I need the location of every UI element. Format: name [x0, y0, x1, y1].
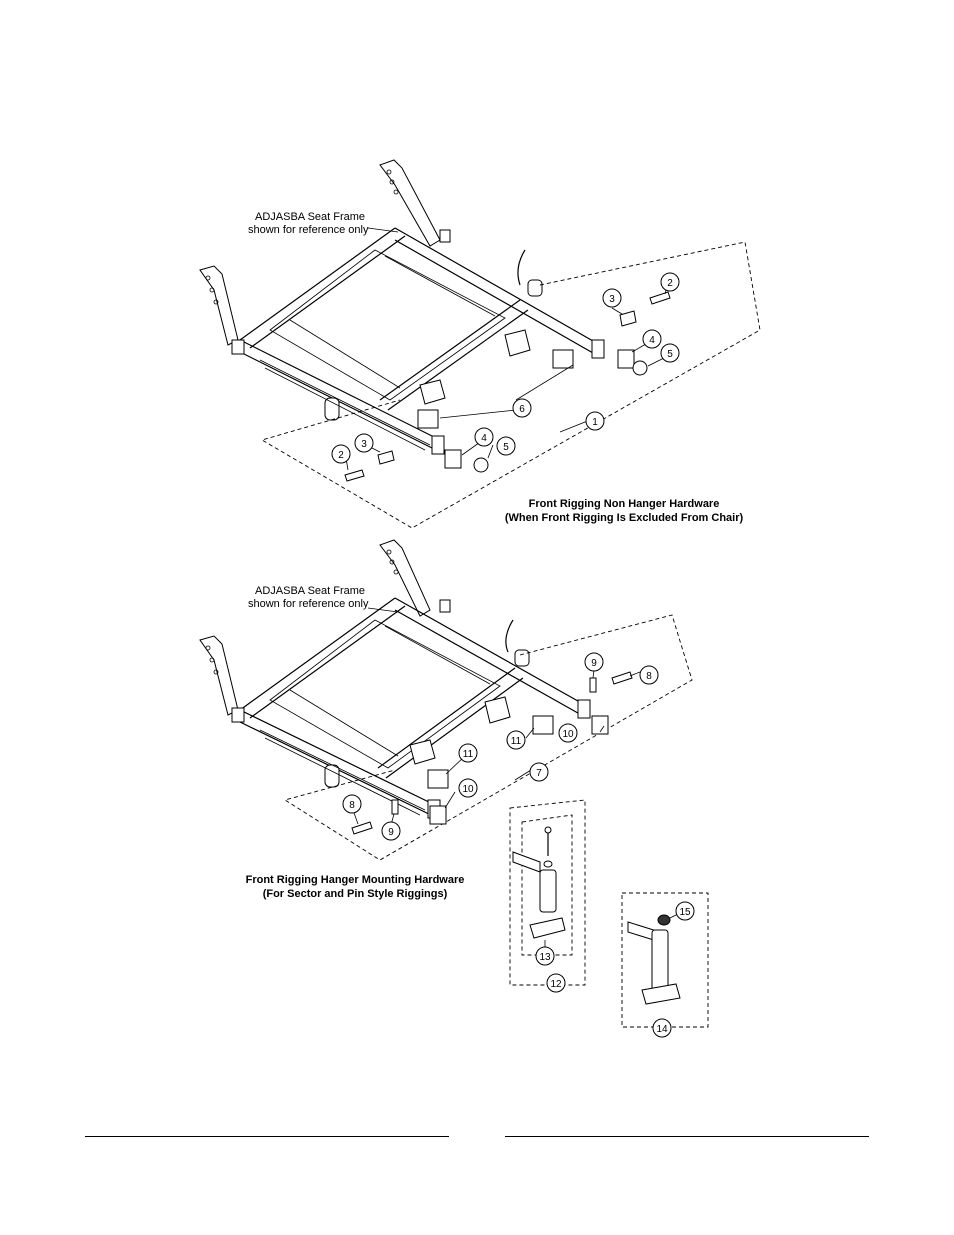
callout-4: 4	[481, 433, 487, 444]
callout-circle	[529, 762, 549, 782]
callout-circle	[584, 652, 604, 672]
callout-2: 2	[667, 278, 673, 289]
hanger-kit-13-boundary	[521, 814, 573, 956]
bottom-hardware-parts	[351, 671, 633, 835]
footer-rule-right	[505, 1136, 869, 1137]
callout-circle	[458, 743, 478, 763]
callout-10: 10	[462, 784, 474, 795]
callout-circle	[354, 433, 374, 453]
callout-5: 5	[503, 442, 509, 453]
callout-9: 9	[591, 658, 597, 669]
callout-circle	[474, 427, 494, 447]
callout-circle	[512, 398, 532, 418]
top-seat-frame-drawing	[199, 159, 605, 455]
callout-1: 1	[592, 417, 598, 428]
top-reference-label-line2: shown for reference only	[248, 224, 369, 236]
callout-3: 3	[361, 439, 367, 450]
bottom-hardware-kit-boundary	[283, 614, 693, 861]
hanger-kit-12-boundary	[509, 799, 586, 986]
callout-8: 8	[349, 800, 355, 811]
callout-circle	[660, 272, 680, 292]
bottom-reference-label-line1: ADJASBA Seat Frame	[255, 585, 365, 597]
hanger-kit-14-boundary	[621, 892, 709, 1028]
callout-10: 10	[562, 729, 574, 740]
callout-circle	[535, 946, 555, 966]
bottom-caption-line1: Front Rigging Hanger Mounting Hardware	[246, 874, 465, 886]
callout-12: 12	[550, 979, 562, 990]
callout-circle	[381, 821, 401, 841]
callout-circle	[675, 901, 695, 921]
callout-circle	[546, 973, 566, 993]
callout-13: 13	[539, 952, 551, 963]
callout-circle	[458, 778, 478, 798]
footer-rule-left	[85, 1136, 449, 1137]
callout-5: 5	[667, 349, 673, 360]
callout-11: 11	[511, 736, 522, 747]
top-hardware-kit-boundary	[260, 241, 761, 529]
callout-circle	[642, 329, 662, 349]
callout-circle	[496, 436, 516, 456]
callout-11: 11	[463, 749, 474, 760]
callout-circle	[342, 794, 362, 814]
callout-15: 15	[679, 907, 691, 918]
top-hardware-parts	[344, 291, 671, 482]
callout-4: 4	[649, 335, 655, 346]
callout-circle	[331, 444, 351, 464]
bottom-caption-line2: (For Sector and Pin Style Riggings)	[263, 888, 448, 900]
callout-circle	[639, 665, 659, 685]
callout-7: 7	[536, 768, 542, 779]
callout-2: 2	[338, 450, 344, 461]
bottom-callouts: 7 8 8 9 9 10 10 11 11	[342, 652, 659, 841]
bottom-reference-label-line2: shown for reference only	[248, 598, 369, 610]
hanger-kit-14-drawing	[627, 914, 681, 1005]
top-caption-line2: (When Front Rigging Is Excluded From Cha…	[505, 512, 744, 524]
callout-3: 3	[609, 294, 615, 305]
callout-circle	[660, 343, 680, 363]
top-reference-label-line1: ADJASBA Seat Frame	[255, 211, 365, 223]
callout-14: 14	[656, 1024, 668, 1035]
top-callouts: 1 2 2 3 3 4 4 5 5 6	[331, 272, 680, 464]
callout-circle	[585, 411, 605, 431]
callout-8: 8	[646, 671, 652, 682]
callout-6: 6	[519, 404, 525, 415]
top-caption-line1: Front Rigging Non Hanger Hardware	[529, 498, 720, 510]
callout-circle	[652, 1018, 672, 1038]
callout-circle	[558, 723, 578, 743]
callout-9: 9	[388, 827, 394, 838]
hanger-kit-12-drawing	[512, 826, 566, 939]
callout-circle	[506, 730, 526, 750]
callout-circle	[602, 288, 622, 308]
